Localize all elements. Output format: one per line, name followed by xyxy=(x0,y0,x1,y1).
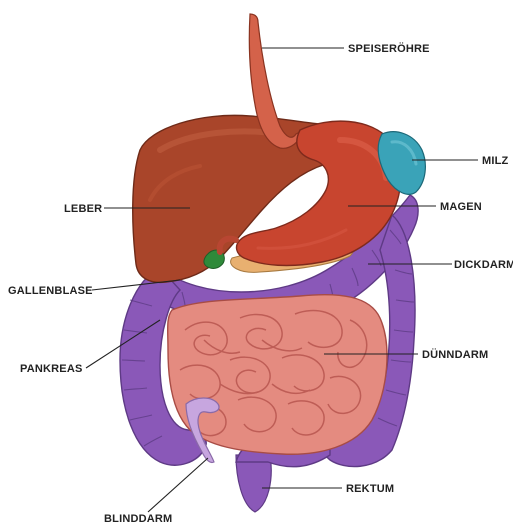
rectum-organ xyxy=(236,455,271,512)
label-magen: MAGEN xyxy=(440,201,482,213)
label-milz: MILZ xyxy=(482,155,509,167)
label-dickdarm: DICKDARM xyxy=(454,259,513,271)
label-pankreas: PANKREAS xyxy=(20,363,83,375)
leader-line-blinddarm xyxy=(148,458,208,512)
label-blinddarm: BLINDDARM xyxy=(104,513,172,525)
label-duenndarm: DÜNNDARM xyxy=(422,348,488,361)
label-speiseroehre: SPEISERÖHRE xyxy=(348,42,430,55)
label-rektum: REKTUM xyxy=(346,483,394,495)
label-gallenblase: GALLENBLASE xyxy=(8,285,93,297)
small-intestine-organ xyxy=(168,295,387,455)
label-leber: LEBER xyxy=(64,203,102,215)
